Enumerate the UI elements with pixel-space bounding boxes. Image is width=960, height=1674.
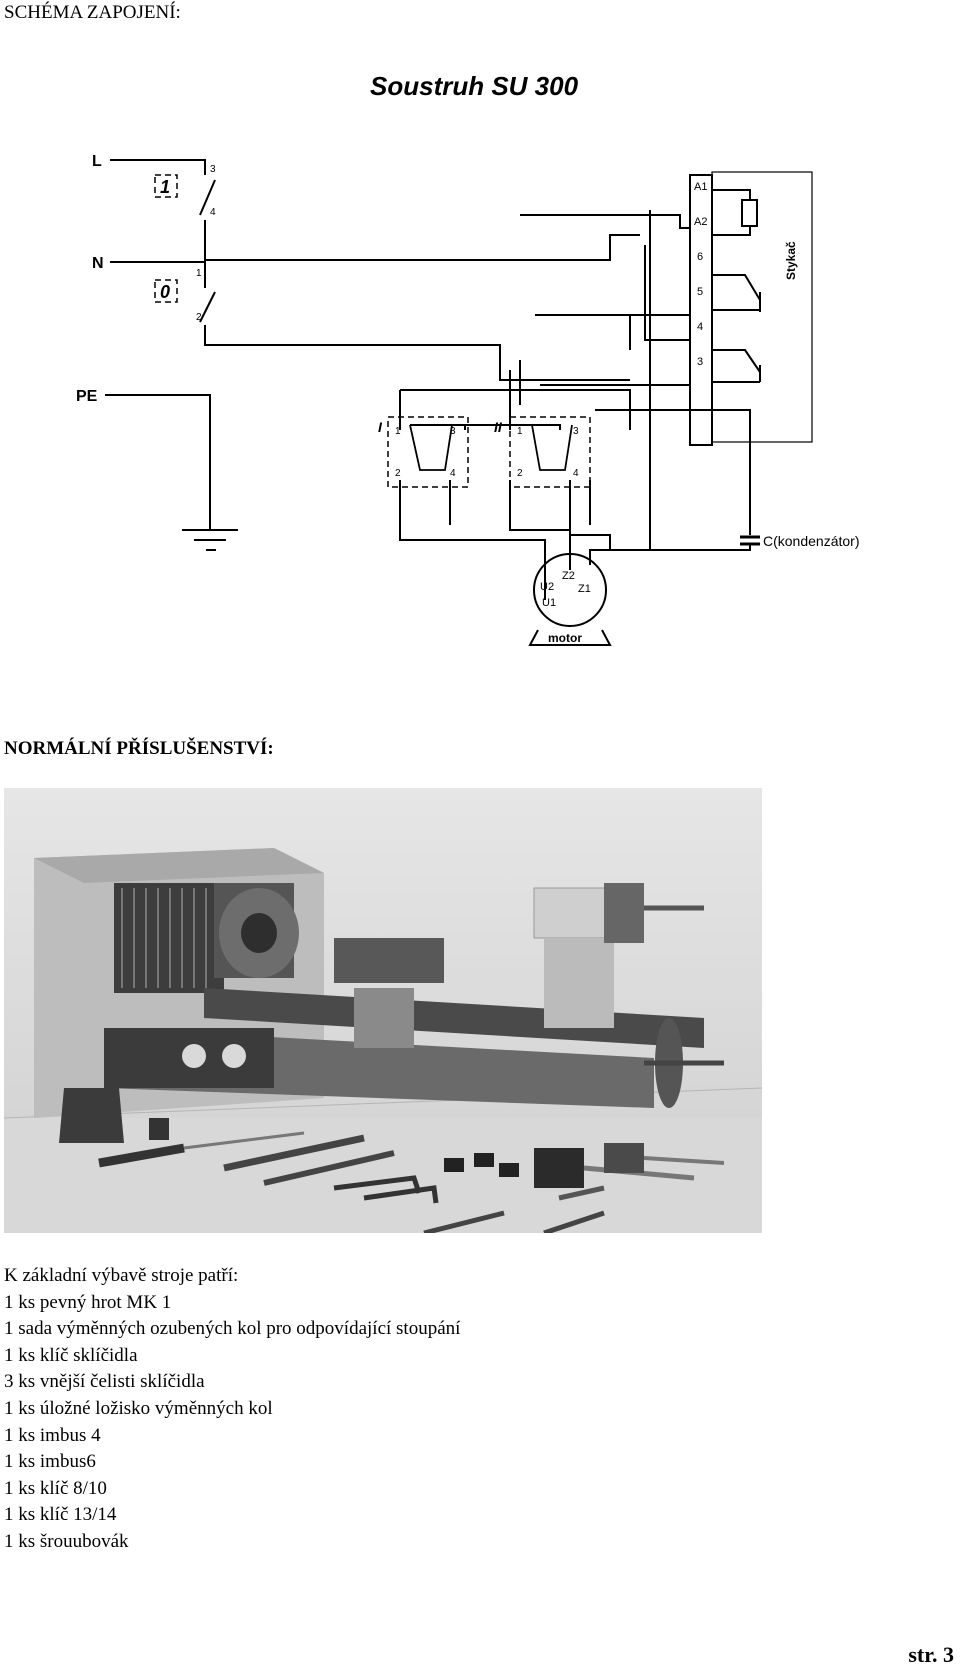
- contactor-terminal: A1: [694, 181, 707, 193]
- switch-terminal: 1: [517, 426, 523, 437]
- lathe-photo: [4, 788, 762, 1233]
- list-item: 1 ks klíč 13/14: [4, 1504, 117, 1526]
- switch-terminal: 4: [450, 468, 456, 479]
- switch-terminal: 1: [395, 426, 401, 437]
- accessories-list: K základní výbavě stroje patří: 1 ks pev…: [4, 1263, 460, 1556]
- motor-terminal: Z1: [578, 583, 591, 595]
- button-on-terminal: 4: [210, 207, 216, 218]
- wiring-heading: SCHÉMA ZAPOJENÍ:: [4, 2, 181, 23]
- line-n-label: N: [92, 255, 104, 272]
- switch-terminal: 3: [573, 426, 579, 437]
- contactor-terminal: 5: [697, 286, 703, 298]
- line-l-label: L: [92, 153, 102, 170]
- list-item: 1 ks klíč 8/10: [4, 1477, 107, 1499]
- contactor-terminal: A2: [694, 216, 707, 228]
- switch-terminal: 4: [573, 468, 579, 479]
- list-item: 1 ks úložné ložisko výměnných kol: [4, 1397, 273, 1419]
- line-pe-label: PE: [76, 388, 98, 405]
- list-item: 1 ks pevný hrot MK 1: [4, 1291, 172, 1313]
- button-on-terminal: 3: [210, 164, 216, 175]
- list-item: 1 ks klíč sklíčidla: [4, 1344, 138, 1366]
- accessories-heading: NORMÁLNÍ PŘÍSLUŠENSTVÍ:: [4, 738, 274, 759]
- button-off-terminal: 1: [196, 268, 202, 279]
- list-item: 1 ks imbus 4: [4, 1424, 101, 1446]
- accessories-intro: K základní výbavě stroje patří:: [4, 1265, 239, 1286]
- button-off-terminal: 2: [196, 312, 202, 323]
- list-item: 1 ks imbus6: [4, 1451, 96, 1473]
- motor-label: motor: [548, 631, 582, 645]
- switch-terminal: 3: [450, 426, 456, 437]
- motor-terminal: Z2: [562, 570, 575, 582]
- list-item: 1 sada výměnných ozubených kol pro odpov…: [4, 1318, 461, 1340]
- capacitor-label: C(kondenzátor): [763, 533, 860, 549]
- wiring-diagram: Soustruh SU 300 L N PE 1 0 3 4 1 2 A1 A2…: [76, 71, 860, 646]
- motor-terminal: U2: [540, 581, 554, 593]
- motor-terminal: U1: [542, 597, 556, 609]
- list-item: 1 ks šrouubovák: [4, 1530, 129, 1552]
- list-item: 3 ks vnější čelisti sklíčidla: [4, 1371, 205, 1393]
- diagram-title: Soustruh SU 300: [370, 71, 579, 101]
- button-off-label: 0: [160, 282, 170, 302]
- contactor-label: Stykač: [784, 241, 798, 280]
- switch-terminal: 2: [395, 468, 401, 479]
- switch-i-label: I: [378, 419, 383, 435]
- switch-terminal: 2: [517, 468, 523, 479]
- button-on-label: 1: [160, 177, 170, 197]
- contactor-terminal: 4: [697, 321, 703, 333]
- contactor-terminal: 3: [697, 356, 703, 368]
- contactor-terminal: 6: [697, 251, 703, 263]
- page-number: str. 3: [908, 1642, 954, 1667]
- switch-ii-label: II: [494, 419, 503, 435]
